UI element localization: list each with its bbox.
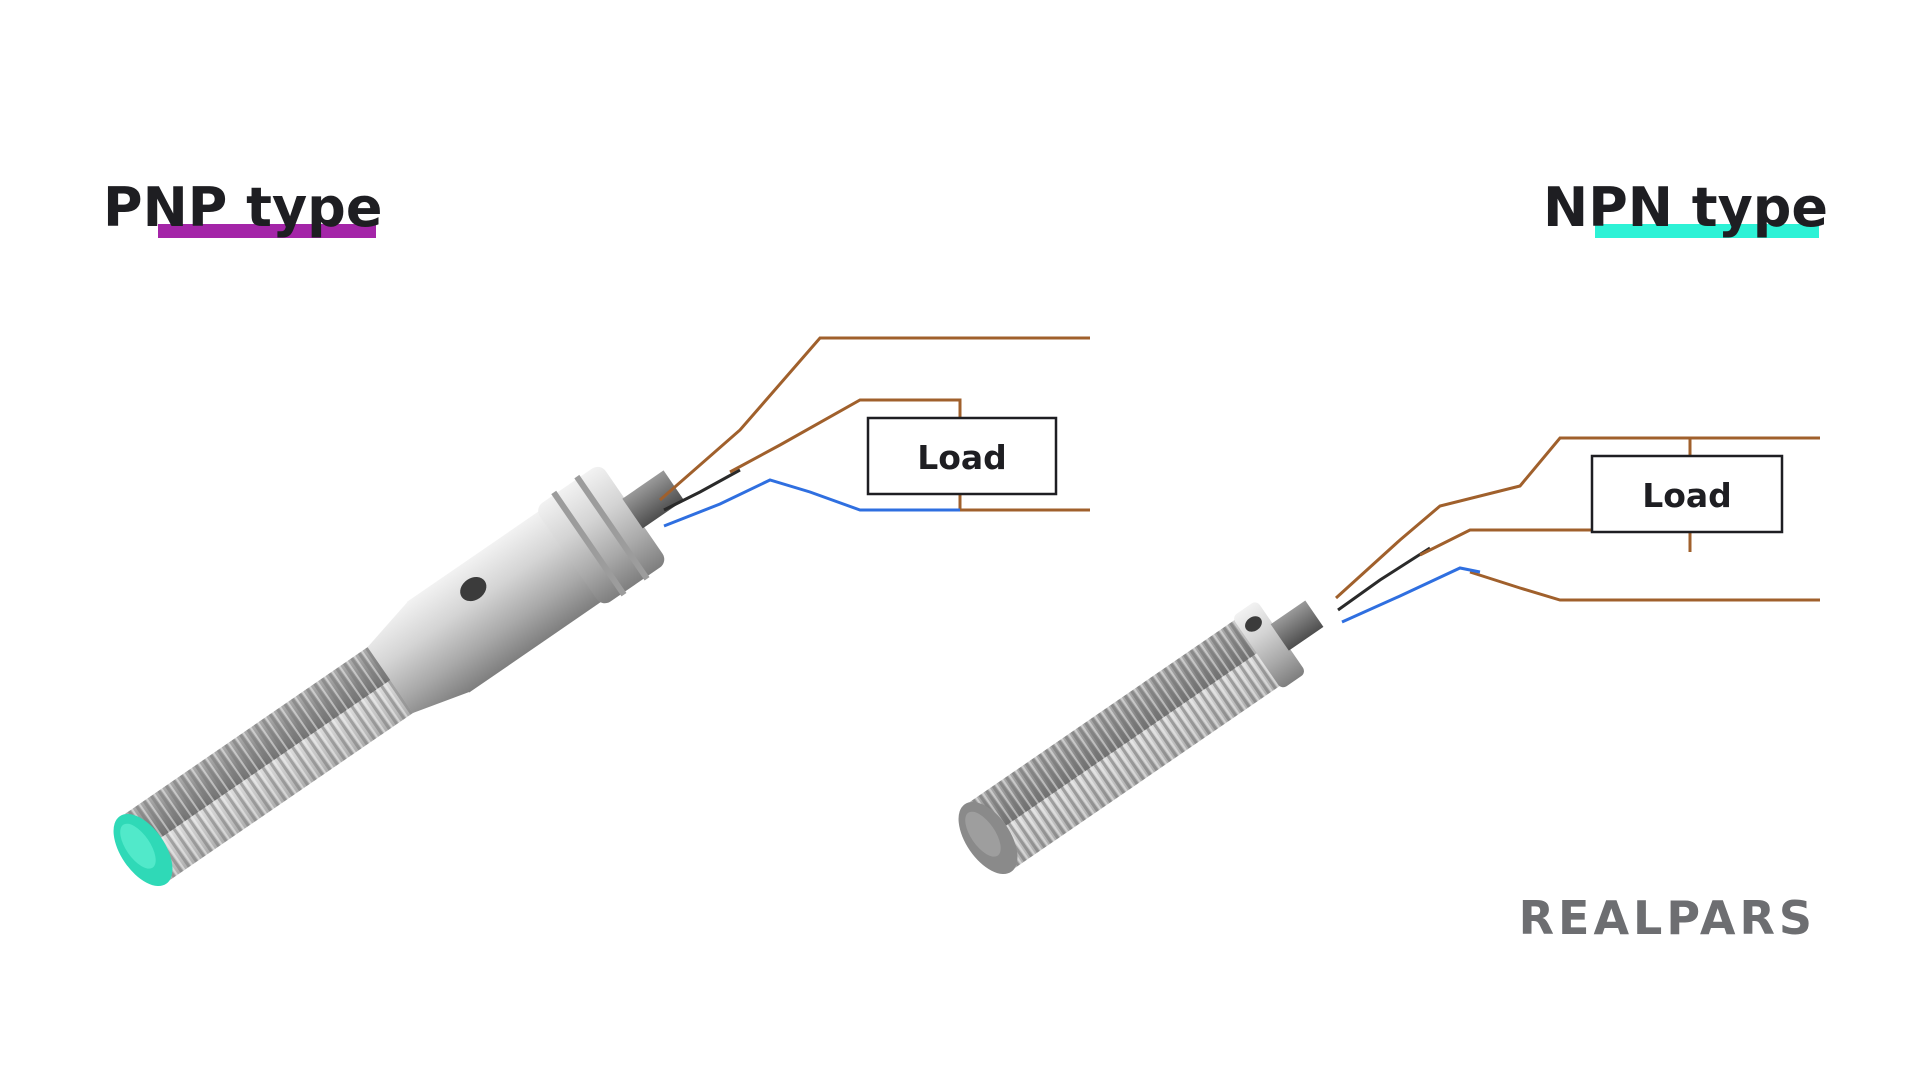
pnp-main-body <box>406 511 602 693</box>
pnp-title-underline <box>158 224 376 238</box>
pnp-load-label: Load <box>917 438 1007 477</box>
pnp-title-text: PNP type <box>103 176 383 239</box>
npn-wiring <box>1334 436 1820 624</box>
pnp-collar <box>538 466 665 604</box>
npn-load-label: Load <box>1642 476 1732 515</box>
pnp-wire-brown-load <box>729 398 962 474</box>
npn-wire-blue <box>1341 566 1481 624</box>
npn-wire-brown-top <box>1334 436 1820 600</box>
pnp-wiring <box>659 336 1090 528</box>
pnp-wire-black <box>663 468 741 512</box>
pnp-title: PNP type <box>103 176 382 239</box>
npn-wire-brown-bottom <box>1469 570 1820 602</box>
npn-mounting-hole <box>1245 616 1262 632</box>
pnp-load: Load <box>866 416 1058 496</box>
npn-load-box <box>1590 454 1784 534</box>
pnp-sensor <box>113 466 684 887</box>
npn-wire-brown-mid <box>1419 528 1692 557</box>
npn-sensor <box>958 600 1324 875</box>
pnp-wire-brown-out <box>958 494 1090 512</box>
npn-face-highlight <box>965 811 1001 857</box>
pnp-taper <box>367 600 471 714</box>
pnp-cable-sheath <box>622 470 684 529</box>
npn-title: NPN type <box>1543 176 1828 239</box>
pnp-face-highlight <box>120 823 156 869</box>
npn-load: Load <box>1590 454 1784 534</box>
pnp-wire-brown-top <box>659 336 1090 502</box>
pnp-load-box <box>866 416 1058 496</box>
pnp-wire-blue <box>663 478 960 528</box>
pnp-threaded-barrel <box>120 641 422 883</box>
npn-title-text: NPN type <box>1543 176 1829 239</box>
realpars-logo: REALPARS <box>1519 891 1816 945</box>
npn-wire-black <box>1337 546 1431 612</box>
npn-threaded-barrel <box>965 618 1283 871</box>
npn-cable-sheath <box>1270 600 1324 651</box>
pnp-collar-groove <box>551 490 627 597</box>
npn-title-underline <box>1595 224 1819 238</box>
pnp-mounting-hole <box>460 576 487 602</box>
pnp-collar-groove <box>574 474 650 581</box>
